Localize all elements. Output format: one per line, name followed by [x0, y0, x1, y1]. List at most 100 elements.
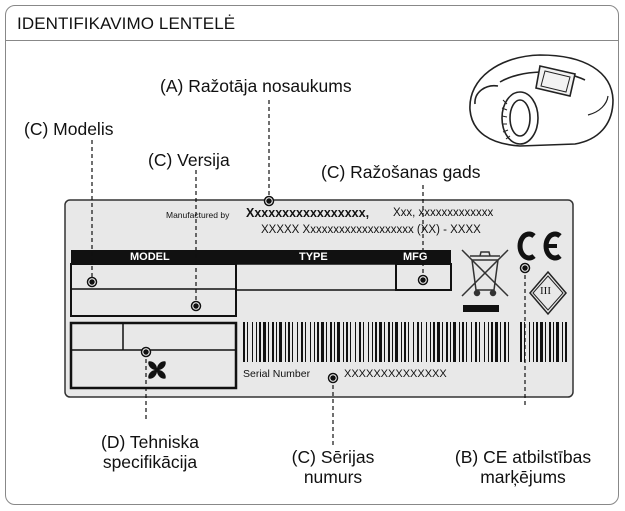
- barcode-bar: [375, 322, 377, 362]
- barcode-bar: [533, 322, 534, 362]
- callout-manufacturer-name: (A) Ražotāja nosaukums: [160, 76, 352, 96]
- barcode-bar: [508, 322, 509, 362]
- barcode-bar: [442, 322, 443, 362]
- barcode-bar: [471, 322, 472, 362]
- barcode-bar: [372, 322, 373, 362]
- barcode-bar: [430, 322, 431, 362]
- barcode-bar: [247, 322, 248, 362]
- serial-number-value: XXXXXXXXXXXXXX: [344, 368, 447, 380]
- barcode-bar: [466, 322, 467, 362]
- barcode-bar: [395, 322, 398, 362]
- barcode-bar: [288, 322, 290, 362]
- barcode-bottom: [243, 322, 509, 362]
- barcode-bar: [453, 322, 456, 362]
- barcode-bar: [520, 322, 522, 362]
- mfg-label: MFG: [403, 251, 428, 263]
- callout-version: (C) Versija: [148, 150, 230, 170]
- barcode-bar: [314, 322, 315, 362]
- barcode-bar: [343, 322, 344, 362]
- barcode-bar: [504, 322, 506, 362]
- barcode-bar: [268, 322, 269, 362]
- barcode-bar: [305, 322, 306, 362]
- barcode-bar: [556, 322, 559, 362]
- weee-bin-icon: [461, 249, 509, 297]
- barcode-bar: [285, 322, 286, 362]
- barcode-bar: [562, 322, 563, 362]
- barcode-bar: [388, 322, 390, 362]
- barcode-bar: [488, 322, 489, 362]
- model-header-tab: [71, 250, 236, 264]
- barcode-bar: [297, 322, 298, 362]
- barcode-bar: [279, 322, 282, 362]
- barcode-bar: [292, 322, 293, 362]
- barcode-bar: [252, 322, 253, 362]
- barcode-bar: [545, 322, 546, 362]
- barcode-bar: [459, 322, 460, 362]
- barcode-bar: [359, 322, 361, 362]
- callout-ce-marking-line1: (B) CE atbilstības: [454, 447, 592, 467]
- barcode-bar: [334, 322, 335, 362]
- barcode-bar: [433, 322, 435, 362]
- barcode-bar: [553, 322, 554, 362]
- barcode-bar: [350, 322, 351, 362]
- barcode-bar: [529, 322, 530, 362]
- callout-production-year: (C) Ražošanas gads: [321, 162, 481, 182]
- fan-symbol-icon: [148, 361, 166, 379]
- barcode-bar: [404, 322, 406, 362]
- address-line-1: Xxx, xxxxxxxxxxxxx: [393, 207, 494, 219]
- page-title: IDENTIFIKAVIMO LENTELĖ: [17, 14, 236, 33]
- barcode-bar: [426, 322, 427, 362]
- barcode-bar: [450, 322, 451, 362]
- barcode-bar: [363, 322, 364, 362]
- callout-serial-number: (C) Sērijas numurs: [268, 447, 398, 487]
- barcode-bar: [408, 322, 409, 362]
- barcode-bar: [484, 322, 485, 362]
- barcode-bar: [540, 322, 543, 362]
- class-iii-label: III: [540, 285, 551, 297]
- barcode-bar: [392, 322, 393, 362]
- callout-serial-number-line2: numurs: [303, 467, 363, 487]
- barcode-bar: [479, 322, 480, 362]
- barcode-bar: [368, 322, 369, 362]
- barcode-bar: [301, 322, 303, 362]
- barcode-bar: [263, 322, 266, 362]
- barcode-bar: [310, 322, 311, 362]
- weee-bar: [463, 305, 499, 312]
- barcode-bar: [401, 322, 402, 362]
- barcode-bar: [379, 322, 382, 362]
- barcode-bar: [491, 322, 493, 362]
- callout-model: (C) Modelis: [24, 119, 114, 139]
- barcode-bar: [413, 322, 414, 362]
- callout-technical-spec: (D) Tehniska specifikācija: [70, 432, 230, 472]
- class-iii-diamond-icon: [529, 270, 567, 316]
- barcode-bar: [355, 322, 356, 362]
- figure-frame: [5, 5, 619, 505]
- barcode-bar: [326, 322, 327, 362]
- callout-ce-marking: (B) CE atbilstības marķējums: [438, 447, 608, 487]
- barcode-bar: [500, 322, 501, 362]
- type-label: TYPE: [299, 251, 328, 263]
- barcode-bar: [549, 322, 551, 362]
- barcode-bar: [256, 322, 257, 362]
- barcode-bar: [317, 322, 319, 362]
- barcode-bar: [536, 322, 538, 362]
- barcode-bar: [321, 322, 324, 362]
- callout-serial-number-line1: (C) Sērijas: [291, 447, 375, 467]
- barcode-bar: [259, 322, 261, 362]
- model-label: MODEL: [130, 251, 170, 263]
- type-header-tab: [236, 250, 396, 264]
- address-line-2: XXXXX Xxxxxxxxxxxxxxxxxxx (XX) - XXXX: [261, 224, 481, 236]
- tech-spec-box: [69, 321, 238, 390]
- barcode-bar: [462, 322, 464, 362]
- barcode-bar: [384, 322, 385, 362]
- barcode-bar: [421, 322, 422, 362]
- barcode-bar: [437, 322, 440, 362]
- barcode-bar: [330, 322, 332, 362]
- barcode-bar: [495, 322, 498, 362]
- callout-markers: [86, 195, 531, 384]
- barcode-bar: [417, 322, 419, 362]
- barcode-bar: [272, 322, 274, 362]
- manufacturer-name: Xxxxxxxxxxxxxxxxx,: [246, 206, 370, 220]
- callout-ce-marking-line2: marķējums: [480, 467, 566, 487]
